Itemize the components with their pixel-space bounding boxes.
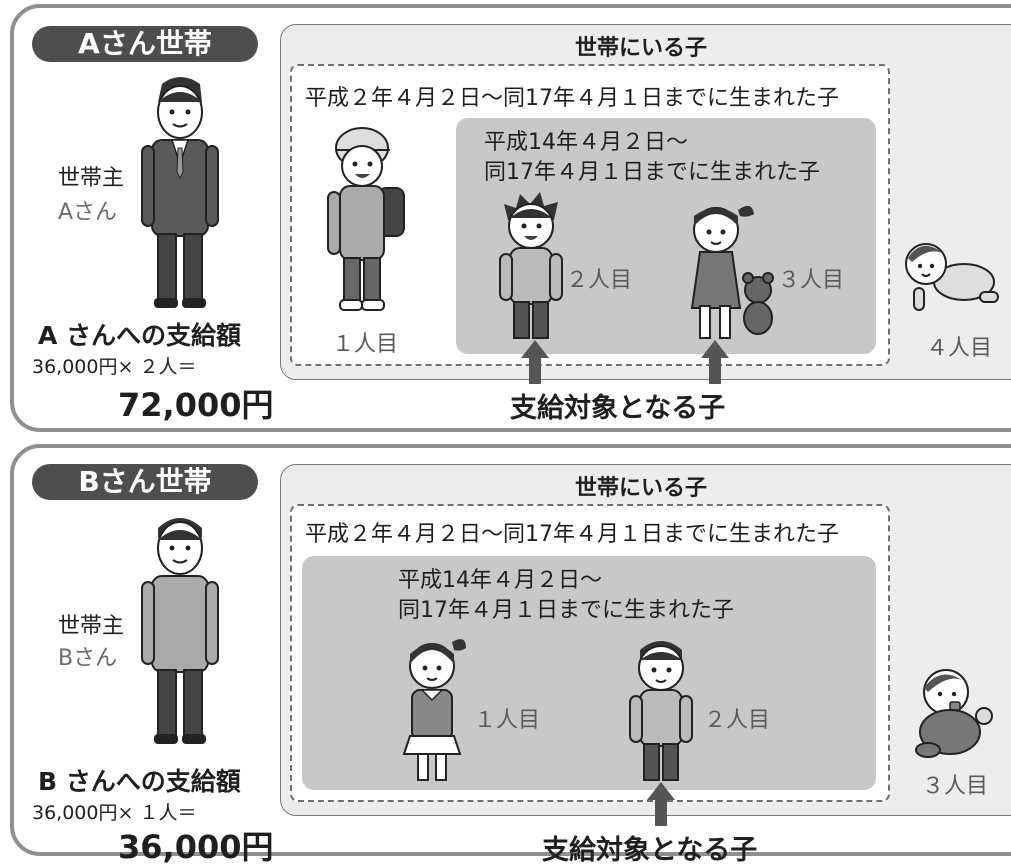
- household-b-badge: Bさん世帯: [32, 464, 258, 500]
- child-b2-label: ２人目: [704, 708, 771, 733]
- household-a-pay-amount: 72,000円: [118, 386, 274, 424]
- eligible-a-arrow-2: [701, 340, 729, 384]
- child-a2-label: ２人目: [566, 268, 633, 293]
- household-b-target-label-1: 平成14年４月２日～: [398, 568, 602, 593]
- household-b-pay-amount: 36,000円: [118, 828, 274, 866]
- household-a-target-label-1: 平成14年４月２日～: [484, 130, 688, 155]
- child-b1-label: １人目: [474, 708, 541, 733]
- household-a-eligible-label: 支給対象となる子: [510, 393, 726, 424]
- father-a-figure: [141, 77, 219, 308]
- household-b-pay-formula: 36,000円× １人＝: [32, 802, 197, 824]
- child-b3-label: ３人目: [922, 774, 989, 799]
- household-a-pay-title: A さんへの支給額: [38, 321, 242, 350]
- eligible-a-arrow-1: [521, 340, 549, 384]
- household-b-pay-title: B さんへの支給額: [38, 767, 241, 796]
- eligible-b-arrow: [647, 782, 675, 826]
- household-a-range-label: 平成２年４月２日～同17年４月１日までに生まれた子: [305, 86, 839, 111]
- child-a4-label: ４人目: [926, 336, 993, 361]
- child-b3-figure: [915, 669, 993, 758]
- child-a4-figure: [905, 243, 999, 311]
- household-b-eligible-label: 支給対象となる子: [542, 835, 758, 866]
- household-b-head-name: Bさん: [58, 646, 118, 671]
- child-a1-label: １人目: [332, 332, 399, 357]
- father-b-figure: [141, 518, 219, 744]
- child-a1-figure: [327, 127, 405, 311]
- child-b2-figure: [629, 641, 693, 781]
- household-a-children-title: 世帯にいる子: [575, 36, 708, 61]
- child-a3-figure: [690, 205, 774, 339]
- household-a-head-name: Aさん: [58, 200, 118, 225]
- household-a-badge: Aさん世帯: [32, 26, 258, 62]
- household-b-children-title: 世帯にいる子: [575, 476, 708, 501]
- household-b-target-box: [302, 556, 876, 790]
- household-b-range-label: 平成２年４月２日～同17年４月１日までに生まれた子: [305, 522, 839, 547]
- child-a2-figure: [499, 192, 563, 339]
- household-a-head-label: 世帯主: [58, 166, 125, 191]
- household-b-target-label-2: 同17年４月１日までに生まれた子: [398, 598, 734, 623]
- child-a3-label: ３人目: [778, 268, 845, 293]
- household-b-head-label: 世帯主: [58, 614, 125, 639]
- household-a-target-label-2: 同17年４月１日までに生まれた子: [484, 160, 820, 185]
- household-a-pay-formula: 36,000円× ２人＝: [32, 356, 197, 378]
- child-b1-figure: [402, 639, 466, 781]
